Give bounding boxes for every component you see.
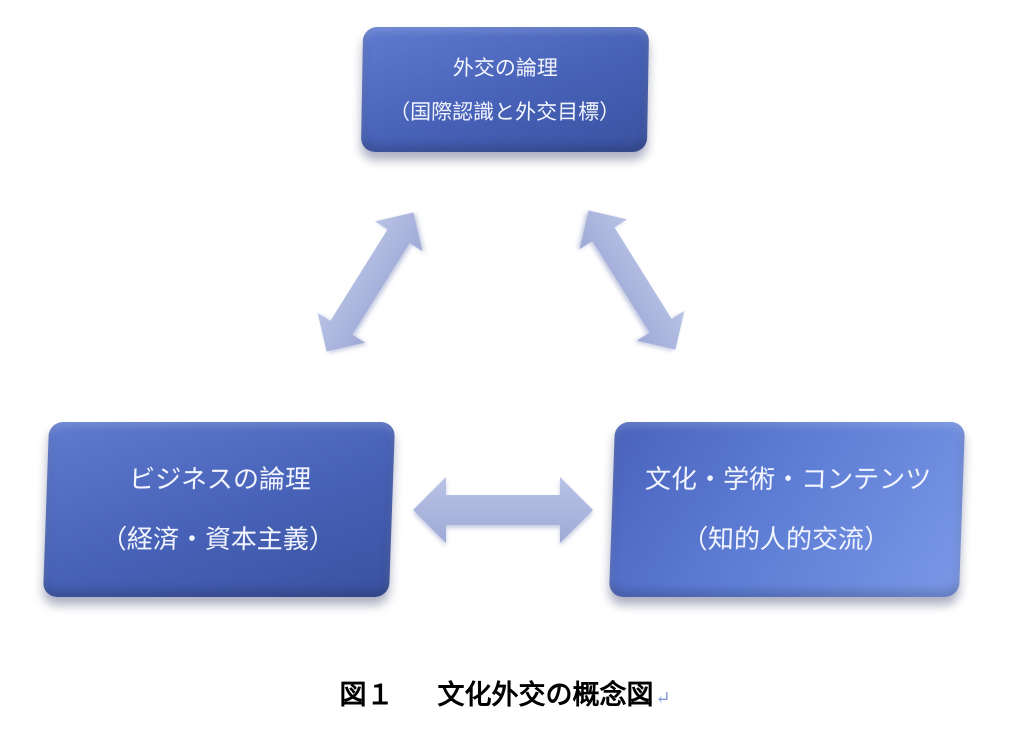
- double-arrow-horizontal-icon: [413, 477, 593, 543]
- double-arrow-left-diagonal-icon: [317, 212, 423, 352]
- caption-number: 図１: [339, 680, 394, 711]
- figure-caption: 図１ 文化外交の概念図↵: [0, 673, 1010, 712]
- caption-title: 文化外交の概念図: [437, 680, 654, 711]
- return-mark-icon: ↵: [655, 688, 671, 709]
- double-arrow-right-diagonal-icon: [579, 210, 685, 350]
